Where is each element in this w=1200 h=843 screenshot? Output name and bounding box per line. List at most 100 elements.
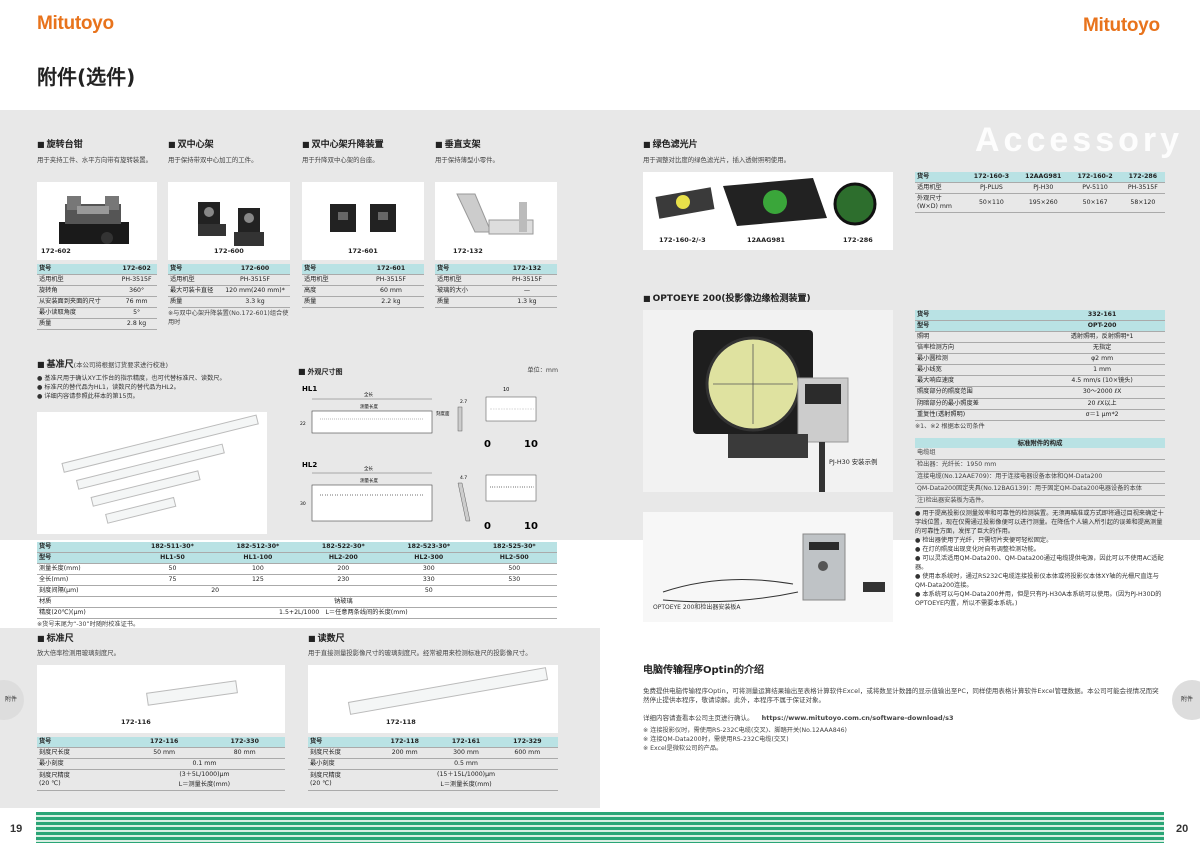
vise-image bbox=[59, 195, 129, 244]
scale-note: ※货号末尾为“-30”时随附校准证书。 bbox=[37, 621, 140, 629]
list-item: ※ Excel是微软公司的产品。 bbox=[643, 745, 723, 753]
vise-photo-label: 172-602 bbox=[41, 247, 71, 256]
list-item: ● 基准尺用于确认XY工作台的指示精度，也可代替标准尺、读数尺。 bbox=[37, 374, 226, 382]
stdscale-photo: 172-116 bbox=[37, 664, 285, 733]
optoeye-spec-note: ※1、※2 根据本公司条件 bbox=[915, 422, 985, 430]
table-row: 材质钠玻璃 bbox=[37, 596, 557, 609]
table-row: 玻璃的大小— bbox=[435, 285, 557, 297]
optoeye-image bbox=[693, 330, 849, 492]
list-item: 检出器：光纤长：1950 mm bbox=[915, 460, 1165, 472]
optoeye-photo: PJ-H30 安装示例 bbox=[643, 310, 893, 492]
vstand-photo-label: 172-132 bbox=[453, 247, 483, 256]
table-row: 照明透射照明，反射照明*1 bbox=[915, 331, 1165, 344]
svg-text:10: 10 bbox=[503, 387, 509, 393]
svg-text:10: 10 bbox=[524, 439, 538, 450]
lift-photo-label: 172-601 bbox=[348, 247, 378, 256]
vstand-title: 垂直支架 bbox=[435, 140, 557, 152]
filter-label-2: 12AAG981 bbox=[747, 235, 786, 244]
filter-title: 绿色滤光片 bbox=[643, 140, 913, 152]
readscale-photo: 172-118 bbox=[308, 664, 558, 733]
optoeye-bullets: ● 用于提高投影仪测量效率和可靠性的检测装置。无须再瞄准或方式即将通过目视来确定… bbox=[915, 510, 1165, 609]
svg-text:2.7: 2.7 bbox=[460, 399, 467, 405]
filter-label-1: 172-160-2/-3 bbox=[659, 235, 706, 244]
stdscale-section: 标准尺 放大倍率检测用玻璃刻度尺。 172-116 货号172-116172-3… bbox=[37, 634, 285, 792]
side-tab-right[interactable]: 附件 bbox=[1172, 680, 1200, 720]
lift-section: 双中心架升降装置 用于升降双中心架的台座。 172-601 货号172-601适… bbox=[302, 140, 424, 308]
dims-title: 外观尺寸图 bbox=[298, 367, 558, 377]
scale-title-note: (本公司将根据订货要求进行校准) bbox=[73, 361, 169, 369]
svg-text:全长: 全长 bbox=[364, 391, 373, 398]
optoeye-photo-caption: PJ-H30 安装示例 bbox=[829, 458, 878, 466]
optin-desc: 免费提供电脑传输程序Optin，可将测量运算结果输出至表格计算软件Excel，或… bbox=[643, 687, 1159, 705]
scale-section: 基准尺(本公司将根据订货要求进行校准) ● 基准尺用于确认XY工作台的指示精度，… bbox=[37, 360, 287, 402]
optin-url-link[interactable]: https://www.mitutoyo.com.cn/software-dow… bbox=[761, 713, 954, 722]
page-title: 附件(选件) bbox=[37, 65, 136, 89]
list-item: QM-Data200固定夹具(No.12BAG139)：用于固定QM-Data2… bbox=[915, 484, 1165, 496]
page-number-right: 20 bbox=[1176, 823, 1189, 835]
list-item: ● 用于提高投影仪测量效率和可靠性的检测装置。无须再瞄准或方式即将通过目视来确定… bbox=[915, 510, 1164, 535]
svg-text:4.7: 4.7 bbox=[460, 475, 467, 481]
svg-text:22: 22 bbox=[300, 421, 306, 427]
stdscale-title: 标准尺 bbox=[37, 634, 285, 646]
readscale-title: 读数尺 bbox=[308, 634, 558, 646]
optoeye-std-title: 标准附件的构成 bbox=[915, 437, 1165, 448]
list-item: 注)检出器安装板为选件。 bbox=[915, 496, 1165, 508]
filter-image bbox=[655, 178, 877, 226]
center-title: 双中心架 bbox=[168, 140, 290, 152]
scale-bullets: ● 基准尺用于确认XY工作台的指示精度，也可代替标准尺、读数尺。● 标准尺的替代… bbox=[37, 375, 287, 402]
vstand-image bbox=[456, 193, 534, 235]
svg-text:30: 30 bbox=[300, 501, 306, 507]
vise-photo: 172-602 bbox=[37, 181, 157, 260]
svg-text:全长: 全长 bbox=[364, 465, 373, 472]
optin-section: 电脑传输程序Optin的介绍 免费提供电脑传输程序Optin，可将测量运算结果输… bbox=[643, 664, 1165, 754]
table-row: 倍率检测方向无指定 bbox=[915, 342, 1165, 355]
optoeye-photo2-caption: OPTOEYE 200和检出器安装板A bbox=[653, 604, 741, 612]
scale-image bbox=[61, 414, 259, 524]
center-image bbox=[198, 201, 264, 246]
page-number-left: 19 bbox=[10, 823, 23, 835]
filter-label-3: 172-286 bbox=[843, 235, 873, 244]
hl1-label: HL1 bbox=[302, 385, 317, 393]
scale-dims: 外观尺寸图 单位：mm HL1 全长 测量长度 22 刻度面 2.7 10 0 … bbox=[298, 367, 558, 539]
readscale-image bbox=[347, 666, 549, 715]
filter-section: 绿色滤光片 用于调整对比度的绿色滤光片，插入透射照明使用。 bbox=[643, 140, 913, 165]
readscale-desc: 用于直接测量投影像尺寸的玻璃刻度尺。经常被用来检测标准尺的投影像尺寸。 bbox=[308, 648, 532, 657]
svg-text:刻度面: 刻度面 bbox=[436, 410, 450, 417]
lift-image bbox=[330, 203, 396, 232]
list-item: 连接电缆(No.12AAE709)：用于连接电器设备本体和QM-Data200 bbox=[915, 472, 1165, 484]
dims-unit: 单位：mm bbox=[527, 367, 558, 374]
readscale-photo-label: 172-118 bbox=[386, 718, 416, 727]
list-item: ● 本系统可以与QM-Data200并用，但是只有PJ-H30A本系统可以使用。… bbox=[915, 590, 1162, 607]
center-photo: 172-600 bbox=[168, 181, 290, 260]
hl2-label: HL2 bbox=[302, 461, 317, 469]
filter-desc: 用于调整对比度的绿色滤光片，插入透射照明使用。 bbox=[643, 155, 790, 164]
filter-photo: 172-160-2/-3 12AAG981 172-286 bbox=[643, 172, 893, 250]
vstand-desc: 用于保持薄型小零件。 bbox=[435, 155, 499, 164]
list-item: 电缆组 bbox=[915, 448, 1165, 460]
